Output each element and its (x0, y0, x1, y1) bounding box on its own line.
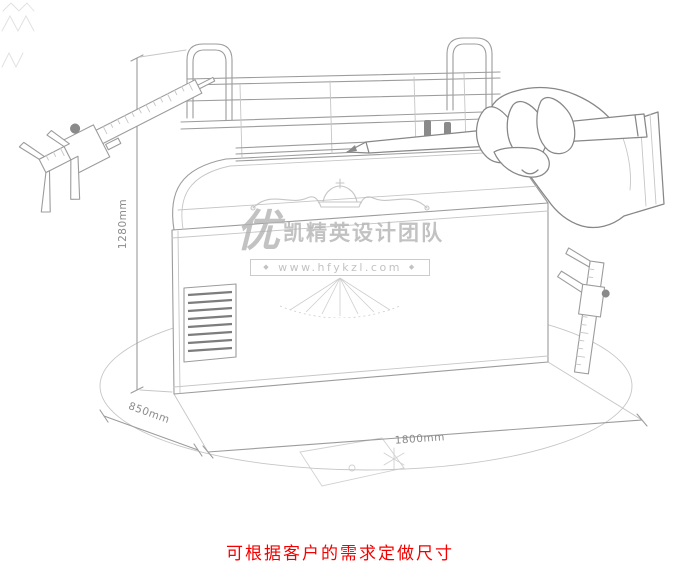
fingers (475, 97, 576, 178)
ring (521, 169, 539, 175)
hand-with-pencil (346, 86, 665, 229)
floor-marks (299, 437, 405, 487)
corner-watermark-pattern (1, 2, 35, 69)
dimension-depth-label: 850mm (127, 400, 172, 426)
dimension-width-label: 1800mm (394, 431, 445, 446)
arch-handles (186, 37, 493, 121)
vent-grille (183, 283, 237, 363)
right-caliper (557, 247, 610, 375)
dimension-width: 1800mm (173, 361, 648, 459)
thumb (493, 146, 550, 178)
left-caliper (18, 76, 216, 213)
custom-size-caption: 可根据客户的需求定做尺寸 (226, 544, 454, 564)
dimension-height-label: 1280mm (117, 199, 129, 249)
